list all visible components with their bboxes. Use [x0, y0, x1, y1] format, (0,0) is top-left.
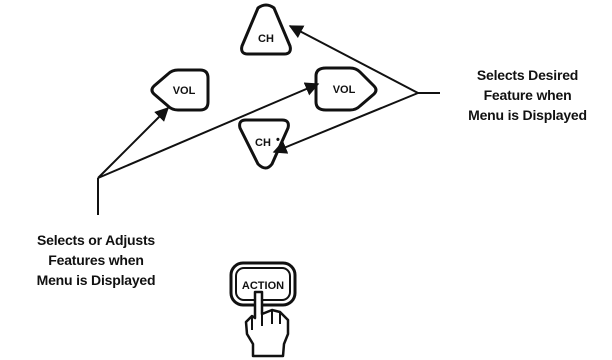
left-leader-lines — [97, 82, 320, 215]
caption-right-line-1: Selects Desired — [476, 67, 579, 83]
action-label: ACTION — [242, 280, 284, 292]
caption-left-line-2: Features when — [48, 252, 144, 268]
caption-left-line-3: Menu is Displayed — [36, 272, 156, 288]
ch-up-button[interactable]: CH — [240, 3, 292, 56]
arrow-to-vol-left — [97, 107, 169, 179]
caption-select-desired-feature: Selects Desired Feature when Menu is Dis… — [445, 65, 610, 125]
right-leader-lines — [272, 25, 440, 154]
caption-right-line-3: Menu is Displayed — [468, 107, 587, 123]
caption-select-or-adjust-features: Selects or Adjusts Features when Menu is… — [0, 230, 192, 290]
vol-left-button[interactable]: VOL — [150, 68, 210, 112]
vol-right-label: VOL — [333, 84, 356, 96]
arrow-to-vol-right — [97, 82, 320, 179]
ch-down-button[interactable]: CH • — [238, 118, 290, 170]
ch-down-label: CH — [255, 137, 271, 149]
vol-right-button[interactable]: VOL — [314, 66, 378, 112]
caption-right-line-2: Feature when — [483, 87, 572, 103]
pointing-hand-icon — [244, 290, 290, 358]
vol-left-label: VOL — [173, 85, 196, 97]
ch-up-label: CH — [258, 33, 274, 45]
ch-down-minus-mark: • — [276, 134, 280, 146]
arrow-to-ch-up — [288, 25, 419, 94]
action-button[interactable]: ACTION — [229, 261, 297, 307]
caption-left-line-1: Selects or Adjusts — [36, 232, 156, 248]
arrow-to-ch-down — [272, 92, 419, 154]
